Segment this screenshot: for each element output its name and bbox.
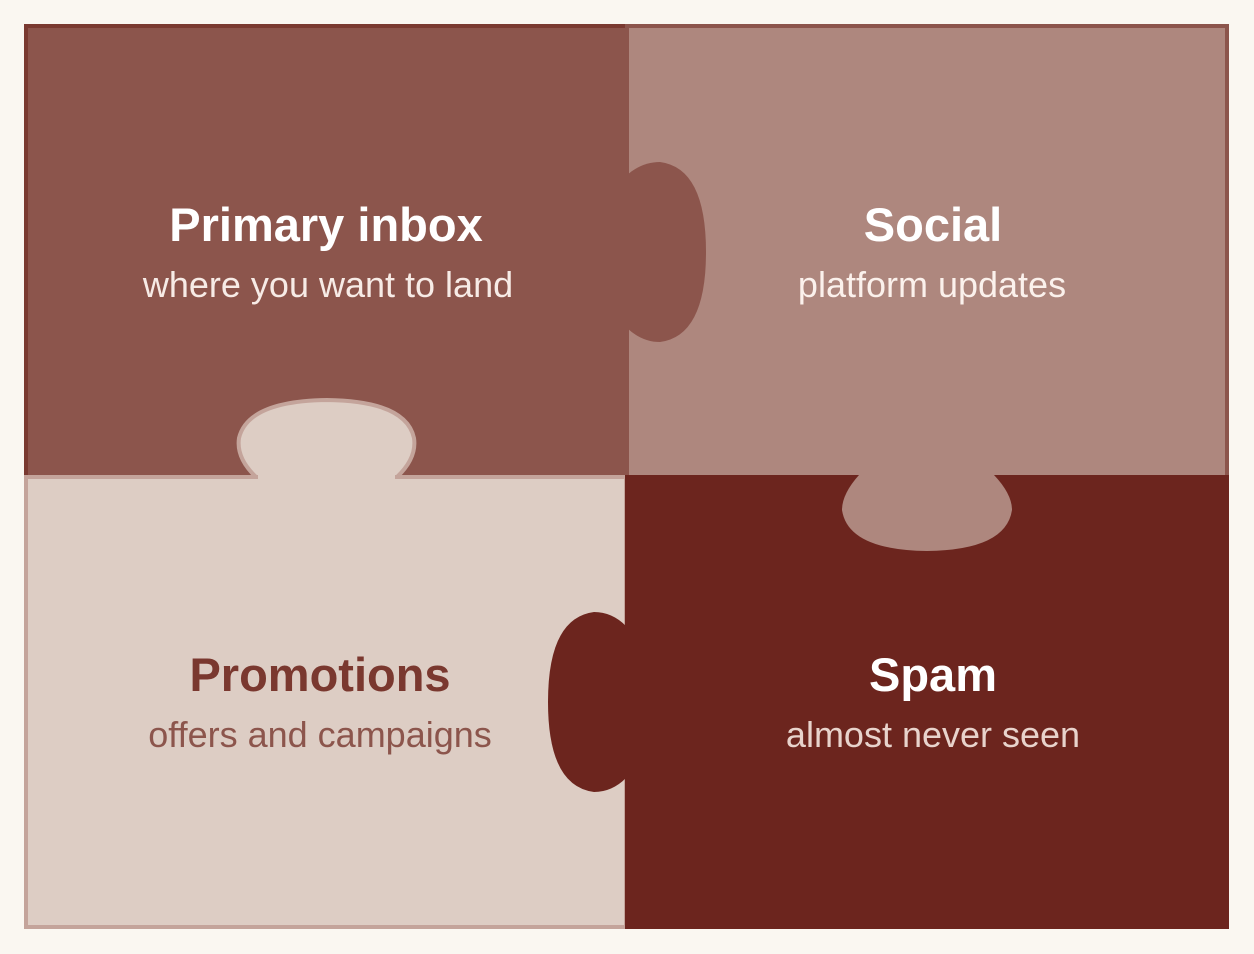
knob-social-into-spam xyxy=(842,475,1012,551)
knob-seam-cover xyxy=(258,475,395,481)
label-spam: Spam almost never seen xyxy=(786,648,1080,755)
piece-shape-social xyxy=(625,24,1229,479)
piece-title-social: Social xyxy=(864,198,1002,251)
puzzle-piece-spam xyxy=(548,475,1229,929)
piece-title-primary-inbox: Primary inbox xyxy=(169,198,482,251)
knob-spam-into-promotions xyxy=(548,612,626,792)
piece-shape-promotions xyxy=(24,475,628,929)
piece-title-promotions: Promotions xyxy=(189,648,450,701)
piece-title-spam: Spam xyxy=(869,648,997,701)
knob-promotions-into-primary xyxy=(236,397,417,479)
puzzle-piece-social xyxy=(625,24,1229,479)
piece-subtitle-social: platform updates xyxy=(798,264,1066,305)
puzzle-piece-promotions xyxy=(24,397,628,929)
label-primary-inbox: Primary inbox where you want to land xyxy=(142,198,513,305)
piece-subtitle-primary-inbox: where you want to land xyxy=(142,264,513,305)
knob-primary-into-social xyxy=(627,162,706,342)
piece-subtitle-promotions: offers and campaigns xyxy=(148,714,492,755)
label-promotions: Promotions offers and campaigns xyxy=(148,648,492,755)
label-social: Social platform updates xyxy=(798,198,1066,305)
piece-subtitle-spam: almost never seen xyxy=(786,714,1080,755)
